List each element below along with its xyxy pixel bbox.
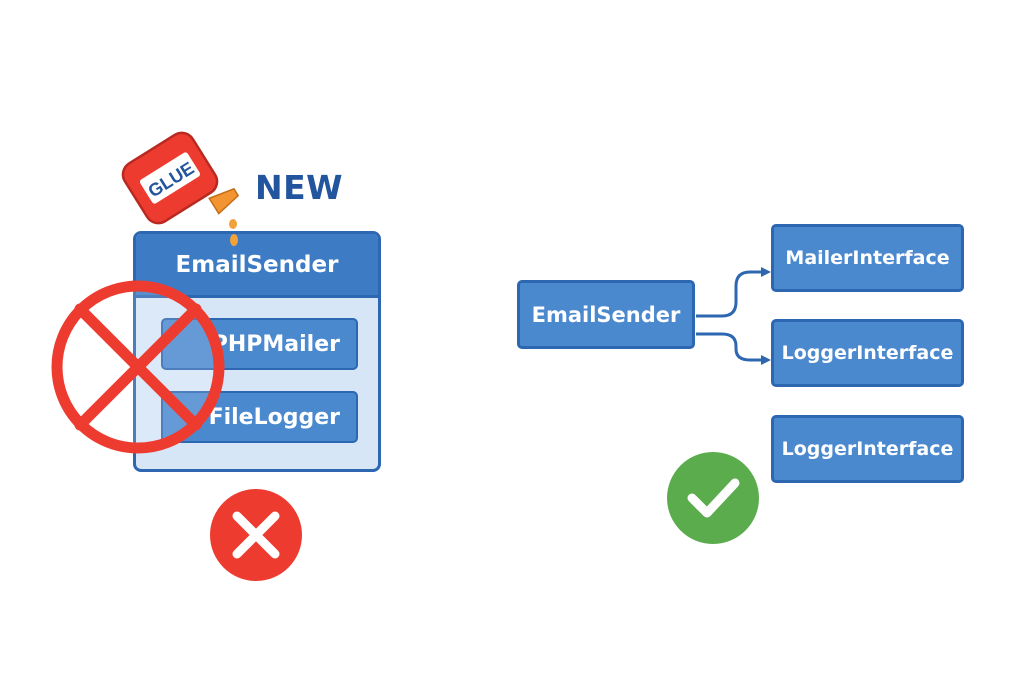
arrow-to-logger [696,332,771,365]
new-label: NEW [255,168,344,207]
coupled-email-sender-title: EmailSender [136,234,378,298]
check-circle-icon [667,452,759,544]
connector-arrows [696,267,771,365]
email-sender-label: EmailSender [531,302,681,327]
phpmailer-label: PHPMailer [211,331,340,357]
glue-bottle-icon: GLUE [121,131,240,246]
prohibited-icon [51,280,225,454]
logger-interface-box: LoggerInterface [771,319,964,387]
logger-interface-label-2: LoggerInterface [781,438,954,460]
filelogger-label: FileLogger [208,404,340,430]
mailer-interface-label: MailerInterface [785,247,950,269]
logger-interface-box-2: LoggerInterface [771,415,964,483]
phpmailer-box: PHPMailer [161,318,358,370]
x-circle-icon [210,489,302,581]
arrow-to-mailer [696,267,771,318]
coupled-email-sender: EmailSender PHPMailer FileLogger [133,231,381,472]
email-sender-box: EmailSender [517,280,695,349]
mailer-interface-box: MailerInterface [771,224,964,292]
logger-interface-label: LoggerInterface [781,342,954,364]
